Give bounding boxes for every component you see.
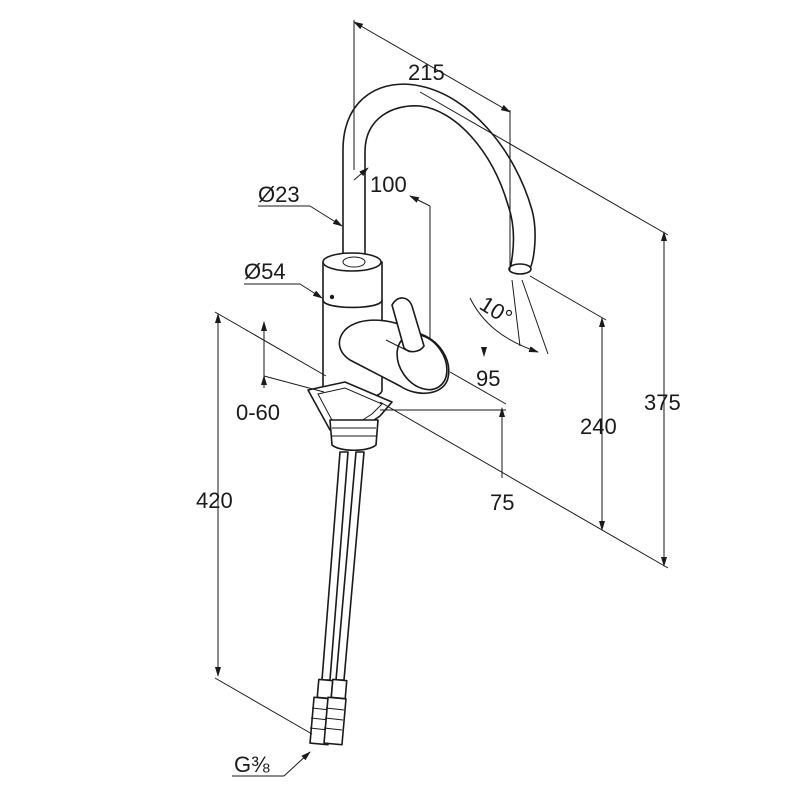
hose-connector-right <box>323 678 348 746</box>
spout-tip <box>508 263 532 275</box>
dimension-labels: 215 Ø23 100 Ø54 10° 95 0-60 240 375 420 … <box>196 60 681 777</box>
label-total-height: 375 <box>644 390 681 415</box>
label-spout-height: 240 <box>580 414 617 439</box>
dimension-lines <box>214 20 669 777</box>
threaded-shank <box>329 419 379 452</box>
label-spout-diameter: Ø23 <box>258 182 300 207</box>
label-hose-length: 420 <box>196 488 233 513</box>
label-base-height: 75 <box>490 490 514 515</box>
label-deck-thickness: 0-60 <box>236 400 280 425</box>
collar-top <box>322 252 382 272</box>
faucet-outline <box>307 83 536 746</box>
label-connection-thread: G⅜ <box>234 752 270 777</box>
label-reach: 215 <box>408 60 445 85</box>
label-body-diameter: Ø54 <box>244 259 286 284</box>
label-lever-offset: 100 <box>370 172 407 197</box>
label-spout-angle: 10° <box>475 291 516 330</box>
label-lever-height: 95 <box>476 366 500 391</box>
